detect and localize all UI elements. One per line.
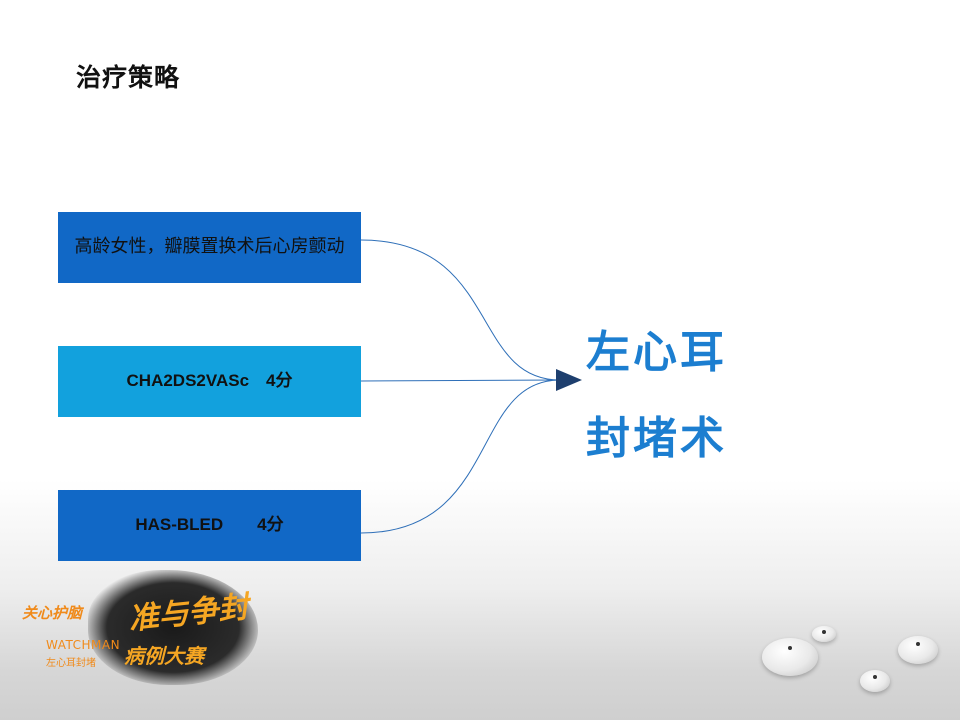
occluder-device-icon (812, 626, 836, 642)
occluder-device-icon (898, 636, 938, 664)
connector-line-middle (360, 379, 561, 382)
box-cha2ds2vasc-label: CHA2DS2VASc 4分 (126, 371, 293, 391)
box-patient-profile: 高龄女性，瓣膜置换术后心房颤动 (58, 212, 361, 283)
event-logo: 关心护脑 准与争封 WATCHMAN 左心耳封堵 病例大赛 (18, 560, 258, 700)
box-has-bled-score: HAS-BLED 4分 (58, 490, 361, 561)
box-patient-profile-label: 高龄女性，瓣膜置换术后心房颤动 (74, 236, 345, 258)
logo-brand-sub: 左心耳封堵 (46, 658, 96, 669)
result-line-1: 左心耳 (586, 327, 727, 378)
logo-brand: WATCHMAN (46, 638, 121, 652)
arrowhead-icon (556, 369, 582, 391)
box-cha2ds2vasc-score: CHA2DS2VASc 4分 (58, 346, 361, 417)
box-has-bled-label: HAS-BLED 4分 (135, 515, 284, 535)
page-title: 治疗策略 (76, 63, 181, 92)
result-line-2: 封堵术 (586, 413, 727, 464)
connector-line-top (360, 239, 561, 381)
connector-line-bottom (360, 379, 561, 534)
occluder-device-icon (860, 670, 890, 692)
logo-slogan: 关心护脑 (22, 604, 83, 622)
occluder-device-icon (762, 638, 818, 676)
logo-contest: 病例大赛 (124, 644, 204, 668)
ink-splash-graphic (88, 570, 258, 685)
